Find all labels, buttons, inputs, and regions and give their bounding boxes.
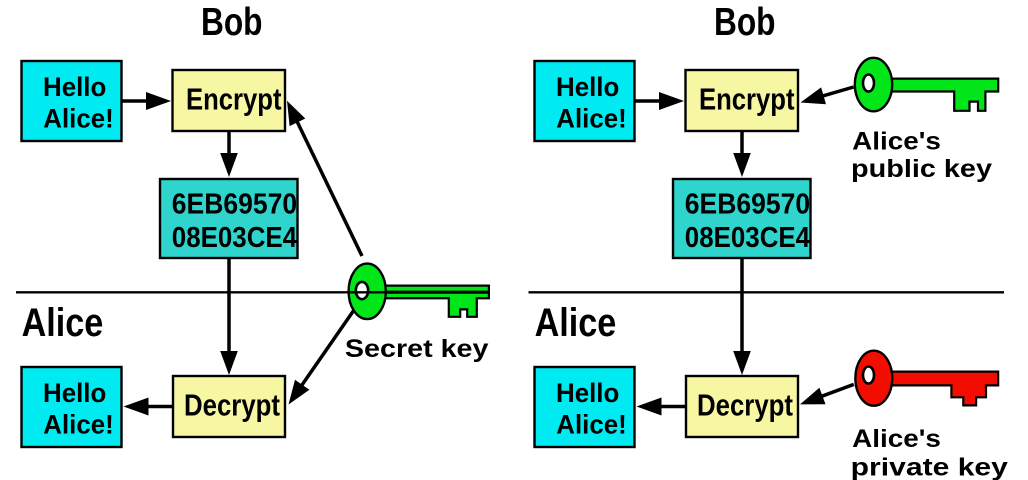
svg-text:Encrypt: Encrypt — [699, 83, 795, 117]
svg-text:Alice: Alice — [22, 301, 104, 345]
svg-text:public key: public key — [851, 155, 992, 183]
svg-text:Alice's: Alice's — [852, 128, 941, 156]
svg-text:6EB69570: 6EB69570 — [685, 188, 810, 220]
svg-text:Hello: Hello — [43, 72, 106, 102]
svg-text:Hello: Hello — [556, 378, 619, 408]
svg-text:Decrypt: Decrypt — [697, 388, 793, 422]
svg-text:Secret key: Secret key — [345, 335, 489, 363]
svg-text:Bob: Bob — [201, 1, 263, 44]
svg-text:Alice!: Alice! — [43, 409, 114, 439]
svg-text:Alice's: Alice's — [852, 425, 941, 453]
svg-text:private key: private key — [851, 453, 1008, 480]
svg-text:Alice!: Alice! — [556, 409, 627, 439]
svg-text:08E03CE4: 08E03CE4 — [685, 222, 810, 254]
svg-text:6EB69570: 6EB69570 — [172, 188, 297, 220]
svg-text:Hello: Hello — [43, 378, 106, 408]
svg-text:Hello: Hello — [556, 72, 619, 102]
svg-text:Alice!: Alice! — [556, 103, 627, 133]
svg-text:Alice: Alice — [535, 301, 617, 345]
svg-text:Decrypt: Decrypt — [184, 388, 280, 422]
svg-text:Alice!: Alice! — [43, 103, 114, 133]
svg-text:08E03CE4: 08E03CE4 — [172, 222, 297, 254]
svg-text:Encrypt: Encrypt — [186, 83, 282, 117]
svg-text:Bob: Bob — [714, 1, 776, 44]
